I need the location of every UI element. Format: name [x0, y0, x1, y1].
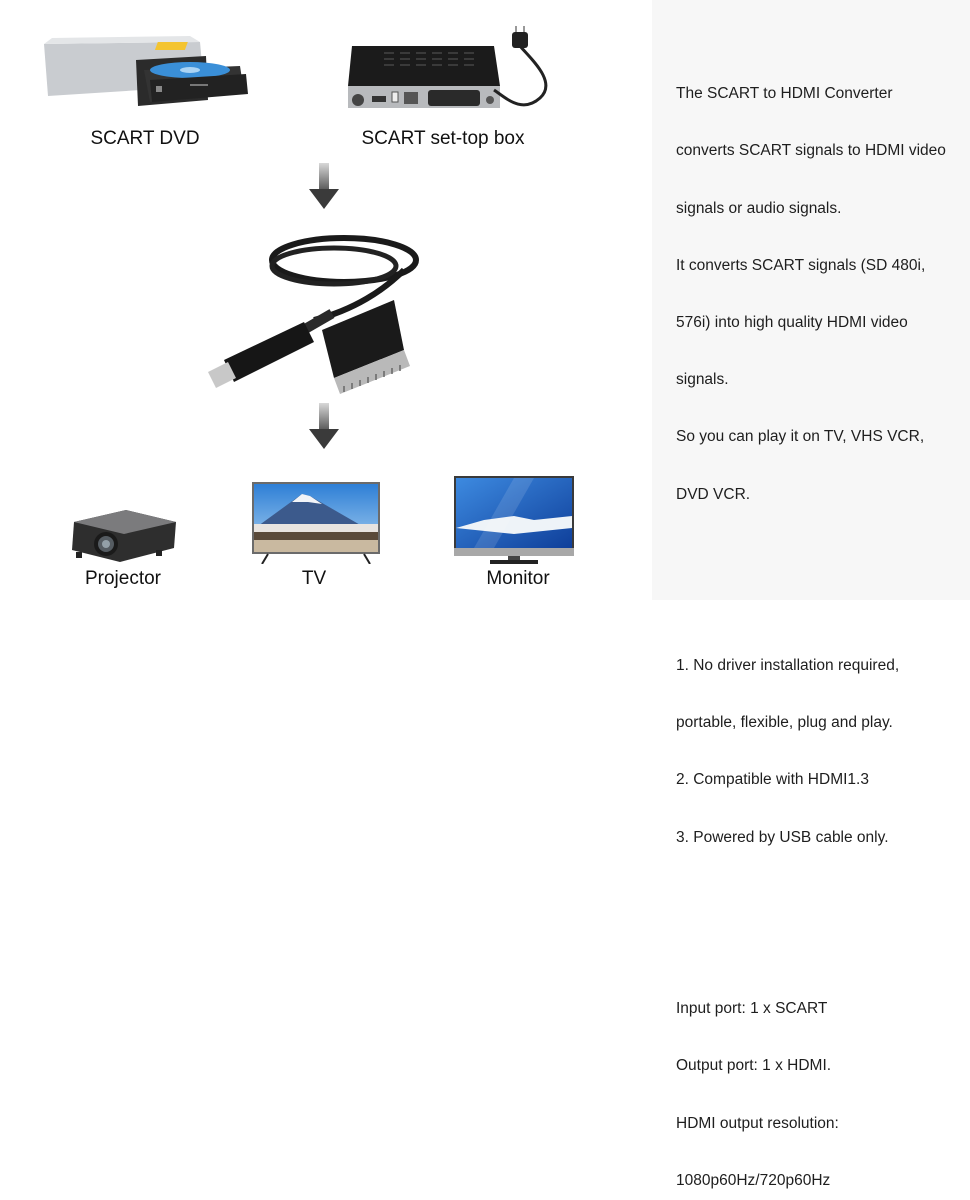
- projector-icon: [72, 510, 176, 562]
- source-label-set-top-box: SCART set-top box: [361, 128, 525, 149]
- output-label-projector: Projector: [84, 568, 162, 589]
- feature-line: 1. No driver installation required,: [676, 657, 900, 675]
- illustration-area: SCART DVD SCART set-top box: [0, 0, 652, 600]
- arrow-down-icon: [309, 403, 339, 449]
- description-panel: [652, 0, 970, 600]
- intro-line: DVD VCR.: [676, 485, 751, 503]
- scart-to-hdmi-cable-icon: [208, 235, 419, 394]
- dvd-drive-icon: [44, 36, 248, 106]
- intro-line: signals.: [676, 371, 729, 389]
- monitor-icon: [454, 476, 574, 564]
- output-label-monitor: Monitor: [486, 568, 550, 589]
- spec-line: HDMI output resolution:: [676, 1114, 839, 1132]
- intro-text: The SCART to HDMI Converter converts SCA…: [676, 52, 968, 538]
- arrow-down-icon: [309, 163, 339, 209]
- source-label-dvd: SCART DVD: [90, 128, 200, 149]
- product-description: The SCART to HDMI Converter converts SCA…: [676, 23, 968, 1200]
- spec-line: Output port: 1 x HDMI.: [676, 1057, 832, 1075]
- spec-line: 1080p60Hz/720p60Hz: [676, 1171, 831, 1189]
- output-label-tv: TV: [301, 568, 327, 589]
- tv-icon: [252, 482, 380, 564]
- intro-line: It converts SCART signals (SD 480i,: [676, 256, 926, 274]
- specs-list: Input port: 1 x SCART Output port: 1 x H…: [676, 967, 968, 1200]
- intro-line: 576i) into high quality HDMI video: [676, 313, 908, 331]
- set-top-box-icon: [348, 26, 548, 108]
- intro-line: The SCART to HDMI Converter: [676, 85, 893, 103]
- features-list: 1. No driver installation required, port…: [676, 623, 968, 880]
- feature-line: 3. Powered by USB cable only.: [676, 828, 889, 846]
- intro-line: converts SCART signals to HDMI video: [676, 142, 946, 160]
- intro-line: So you can play it on TV, VHS VCR,: [676, 428, 925, 446]
- feature-line: 2. Compatible with HDMI1.3: [676, 771, 869, 789]
- feature-line: portable, flexible, plug and play.: [676, 714, 893, 732]
- spec-line: Input port: 1 x SCART: [676, 1000, 828, 1018]
- intro-line: signals or audio signals.: [676, 199, 842, 217]
